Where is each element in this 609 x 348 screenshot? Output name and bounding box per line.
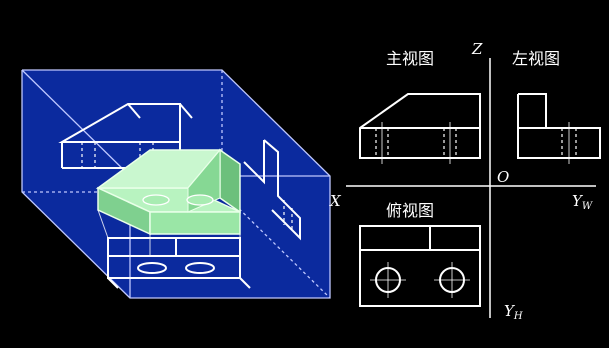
top-view-label: 俯视图	[386, 201, 434, 220]
z-axis-label: Z	[471, 40, 483, 58]
yw-axis-label: YW	[572, 192, 593, 212]
projection-lines	[97, 209, 241, 256]
projected-top-view	[107, 237, 251, 289]
yh-axis-label: YH	[504, 302, 523, 322]
front-view-drawing	[359, 93, 481, 164]
solid-object	[95, 148, 241, 236]
left-view-drawing	[517, 93, 601, 164]
top-view-drawing	[359, 225, 481, 307]
projected-left-view	[243, 139, 301, 241]
isometric-projection	[21, 69, 331, 299]
orthographic-views: 主视图 左视图 俯视图 Z X O YW YH	[329, 40, 601, 322]
left-view-label: 左视图	[512, 49, 560, 68]
origin-label: O	[497, 168, 509, 186]
x-axis-label: X	[329, 192, 342, 210]
coordinate-axes	[346, 58, 596, 318]
front-view-label: 主视图	[386, 49, 434, 68]
